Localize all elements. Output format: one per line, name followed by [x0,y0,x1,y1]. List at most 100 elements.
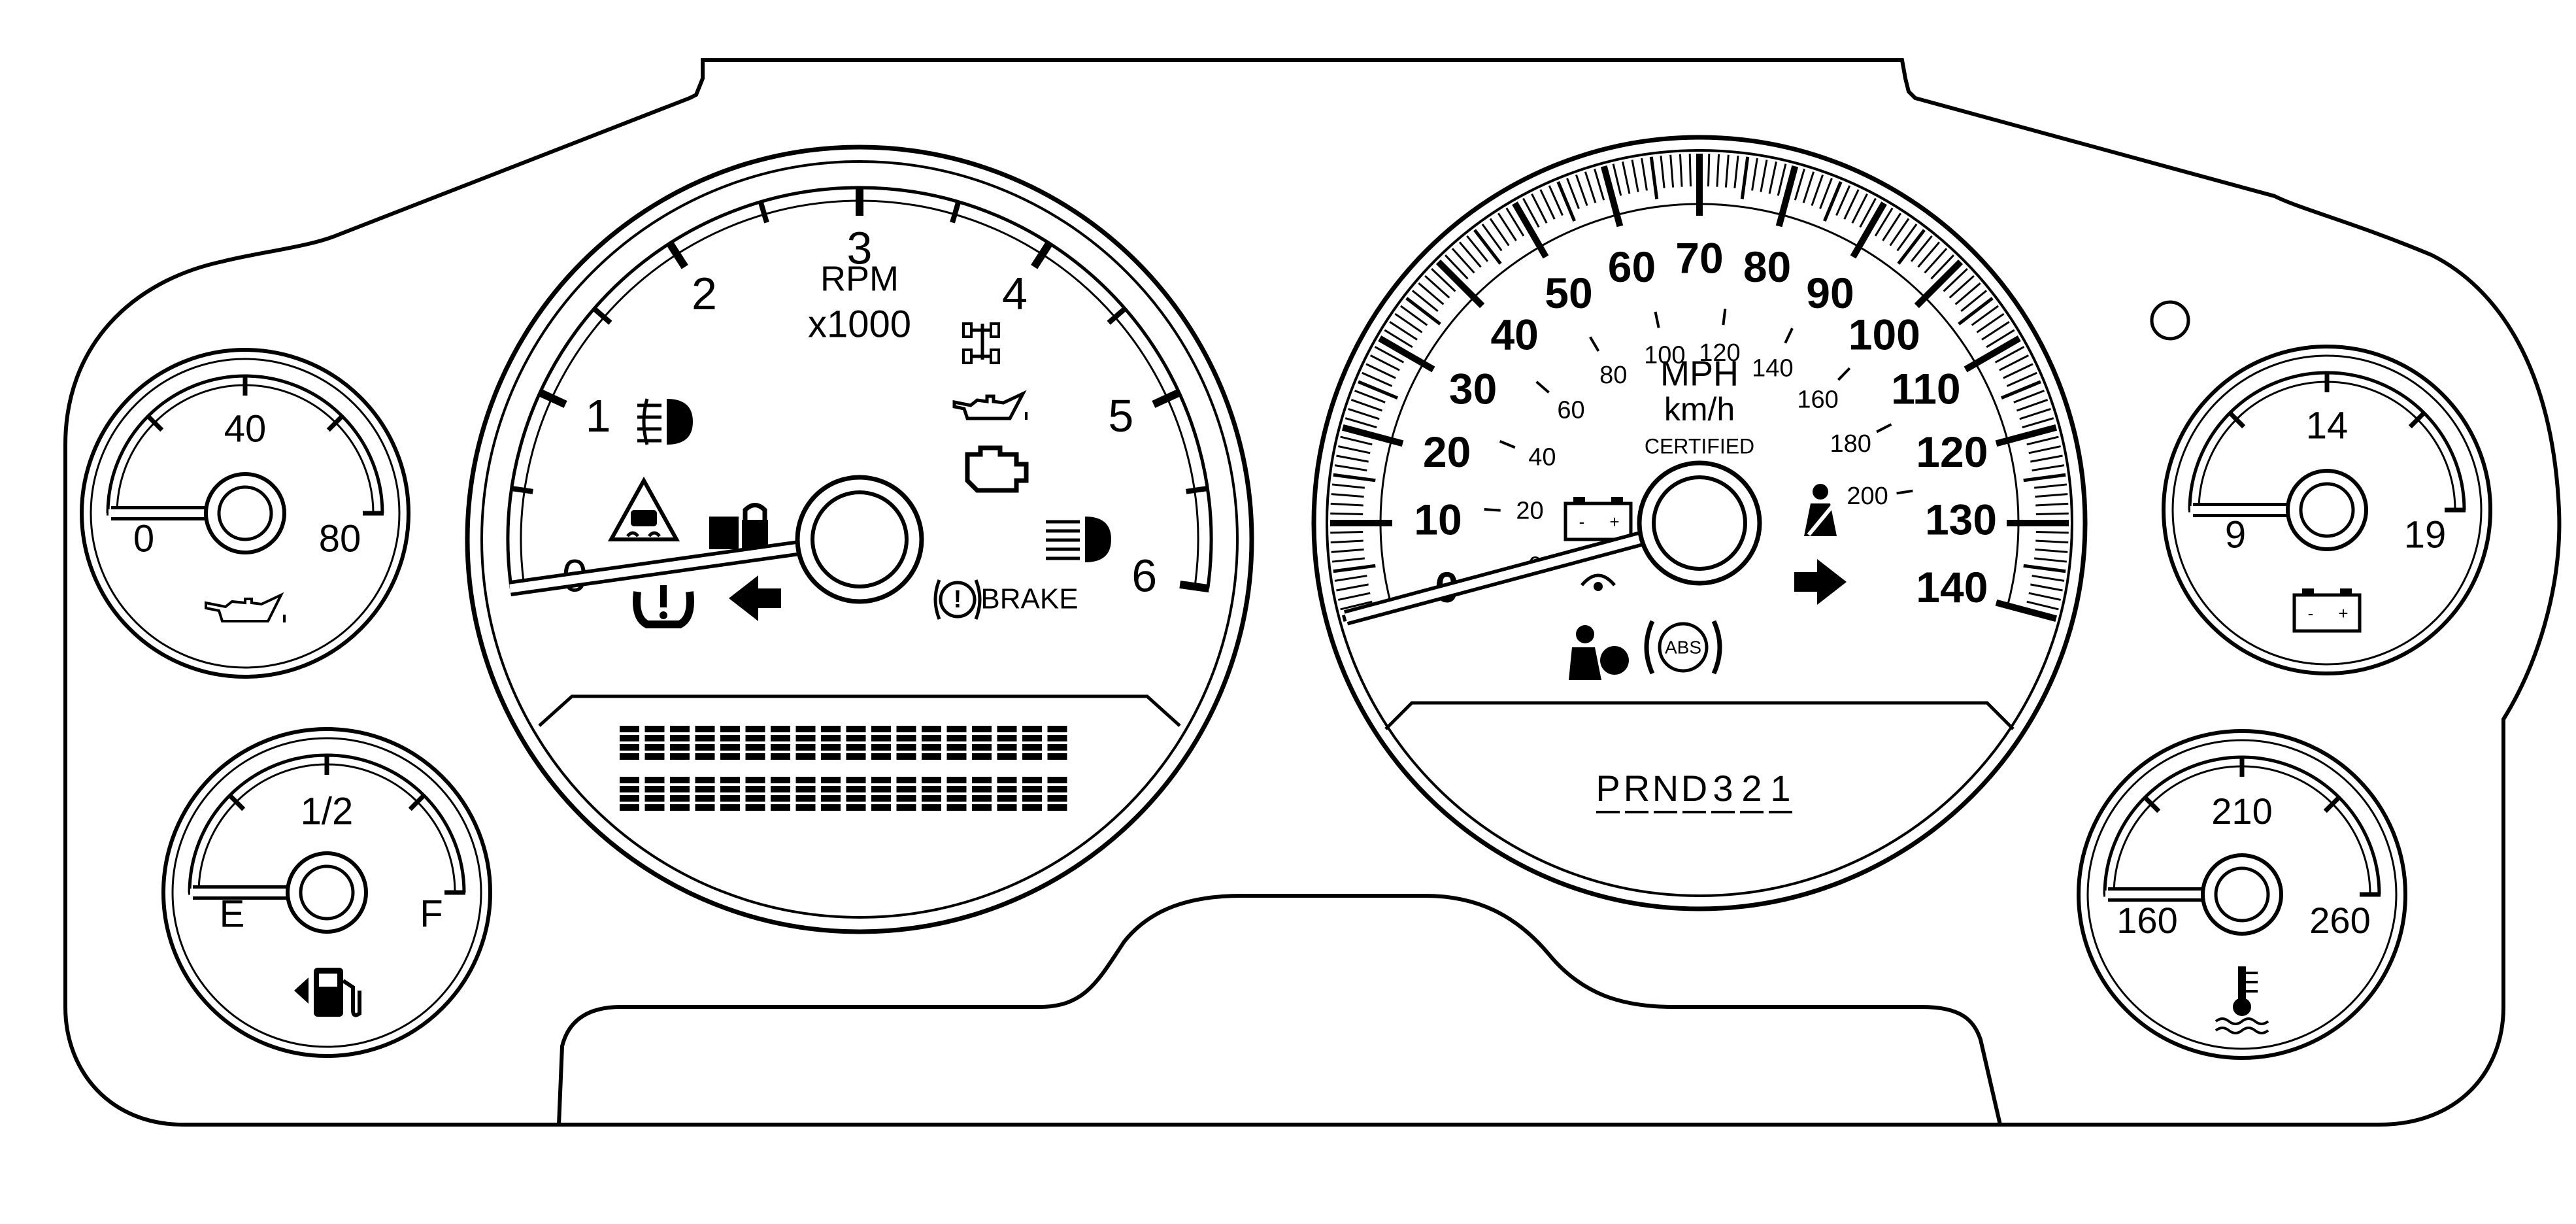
cruise-center [1594,582,1603,591]
tach-major-tick [665,240,688,269]
tach-minor-tick [950,199,962,224]
speedo-minor-tick [1394,313,1423,333]
speedo-kmh-label-20: 20 [1516,498,1543,525]
check-engine-icon [965,445,1029,493]
lcd-segment [997,735,1017,741]
speedo-minor-tick [1345,417,1377,429]
tach-minor-tick [510,485,533,494]
thermometer-bulb [2233,998,2251,1016]
lcd-segment [620,786,639,792]
lcd-segment [644,726,665,732]
4wd-wheel-2 [962,348,973,364]
speedo-minor-tick [2035,512,2069,516]
battery-terminal-pos [1611,497,1623,505]
lcd-cell [720,726,740,760]
speedo-minor-tick [1874,207,1894,237]
battery-body [2292,593,2362,633]
fuel-gauge: E1/2F [161,727,492,1058]
4wd-wheel-0 [962,322,973,338]
abs-paren-right [1711,620,1722,675]
speedo-minor-tick [1960,290,1988,313]
speedo-minor-tick [1522,197,1540,228]
lcd-segment [795,786,816,792]
speedo-minor-tick [1331,493,1364,498]
lcd-segment [997,804,1017,811]
speedo-minor-tick [1986,329,2015,348]
lcd-segment [620,795,639,802]
speedo-minor-tick [2032,575,2065,582]
gauge-tick [2323,794,2342,813]
oil-can-body [205,592,284,622]
tach-tick-label-3: 3 [847,222,873,273]
lcd-segment [946,786,967,792]
airbag-head [1576,625,1594,643]
tach-tick-label-5: 5 [1108,390,1133,441]
speedo-minor-tick [2022,417,2054,429]
speedo-minor-tick [1334,464,1367,471]
speedo-minor-tick [2026,600,2059,611]
fuel-hose [342,979,361,1017]
lcd-segment [846,786,866,792]
battery-plus: + [1609,512,1619,532]
lcd-cell [1022,777,1042,811]
lcd-segment [846,795,866,802]
speedo-minor-tick [1374,346,1405,364]
speedo-major-tick [1600,165,1624,228]
lcd-segment [1022,726,1042,732]
lcd-segment [846,753,866,760]
tire-exclaim-dot [660,611,667,619]
lcd-segment [670,786,690,792]
speedo-minor-tick [2028,592,2061,601]
speedo-minor-tick [1669,154,1675,188]
lcd-segment [771,786,790,792]
lcd-segment [644,744,665,751]
speedo-minor-tick [2013,390,2045,403]
lcd-segment [670,804,690,811]
lcd-segment [972,786,992,792]
speedo-kmh-label-100: 100 [1644,342,1685,369]
tach-inner-rim [480,160,1239,919]
lcd-segment [695,795,715,802]
speedo-minor-tick [1330,539,1363,544]
tire-outline [633,591,694,628]
lcd-segment [997,786,1017,792]
speedo-mph-label-30: 30 [1449,364,1497,413]
speedo-minor-tick [2030,454,2063,463]
airbag-icon [1569,625,1629,680]
right-turn-signal-icon [1794,559,1847,605]
speedo-minor-tick [1716,154,1720,187]
tachometer: 0123456RPMx1000!BRAKE [465,144,1254,934]
traction-car [631,510,657,526]
speedo-mph-label-70: 70 [1675,233,1723,282]
lcd-segment [795,777,816,783]
lcd-segment [871,804,891,811]
speedo-mph-label-110: 110 [1891,364,1960,413]
speedo-minor-tick [1889,218,1910,246]
speedo-minor-tick [2003,363,2033,379]
speedo-kmh-label-160: 160 [1797,386,1838,413]
gauge-tick [145,413,164,432]
gauge-tick [2142,794,2161,813]
speedo-kmh-tick [1722,309,1727,326]
gauge-rim [90,358,401,669]
speedo-minor-tick [2023,473,2066,483]
lcd-segment [1022,753,1042,760]
speedo-minor-tick [1556,181,1576,222]
lcd-segment [1022,777,1042,783]
4wd-wheel-1 [990,322,1000,338]
speedo-minor-tick [1910,235,1933,262]
speedo-minor-tick [2035,548,2068,553]
speedo-minor-tick [1641,158,1648,191]
gear-P: P [1596,768,1620,809]
speedo-minor-tick [1365,363,1396,379]
gauge-tick [326,413,345,432]
lcd-cell [771,726,790,760]
speedo-minor-tick [1981,321,2010,341]
speedo-major-tick [1914,259,1964,309]
speedo-minor-tick [1424,275,1450,299]
lcd-segment [771,744,790,751]
lcd-segment [922,744,941,751]
speedo-minor-tick [1489,218,1510,246]
speedo-minor-tick [1924,248,1948,274]
lcd-segment [871,726,891,732]
